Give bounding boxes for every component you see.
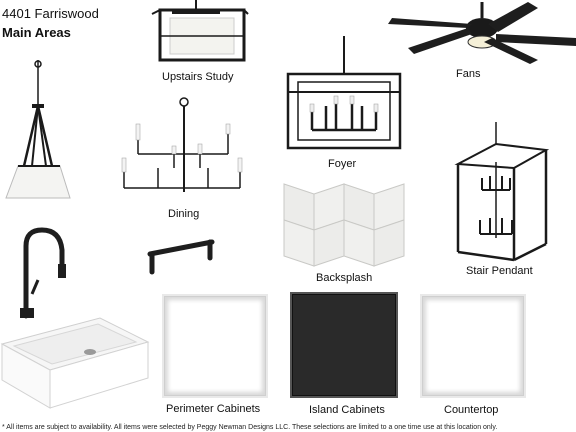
- stair-pendant-label: Stair Pendant: [466, 265, 533, 277]
- perimeter-cabinets-swatch: [164, 296, 266, 396]
- project-address: 4401 Farriswood: [2, 6, 99, 21]
- foyer-light-image: [286, 36, 402, 150]
- countertop-label: Countertop: [444, 404, 499, 416]
- dining-light-image: [121, 97, 243, 192]
- faucet-image: [20, 227, 66, 319]
- upstairs-study-light-image: [151, 0, 249, 62]
- fan-image: [388, 2, 576, 64]
- dining-label: Dining: [168, 208, 200, 220]
- pendant-light-image: [5, 60, 71, 199]
- upstairs-study-label: Upstairs Study: [162, 71, 234, 83]
- foyer-label: Foyer: [328, 158, 357, 170]
- cabinet-pull-image: [147, 239, 215, 275]
- perimeter-cabinets-label: Perimeter Cabinets: [166, 403, 261, 415]
- section-title: Main Areas: [2, 25, 71, 40]
- backsplash-tile-image: [283, 183, 405, 267]
- disclaimer-text: * All items are subject to availability.…: [2, 424, 498, 431]
- countertop-swatch: [422, 296, 524, 396]
- island-cabinets-label: Island Cabinets: [309, 404, 385, 416]
- sink-image: [0, 317, 150, 409]
- stair-pendant-image: [454, 122, 550, 262]
- backsplash-label: Backsplash: [316, 272, 373, 284]
- fans-label: Fans: [456, 68, 481, 80]
- island-cabinets-swatch: [292, 294, 396, 396]
